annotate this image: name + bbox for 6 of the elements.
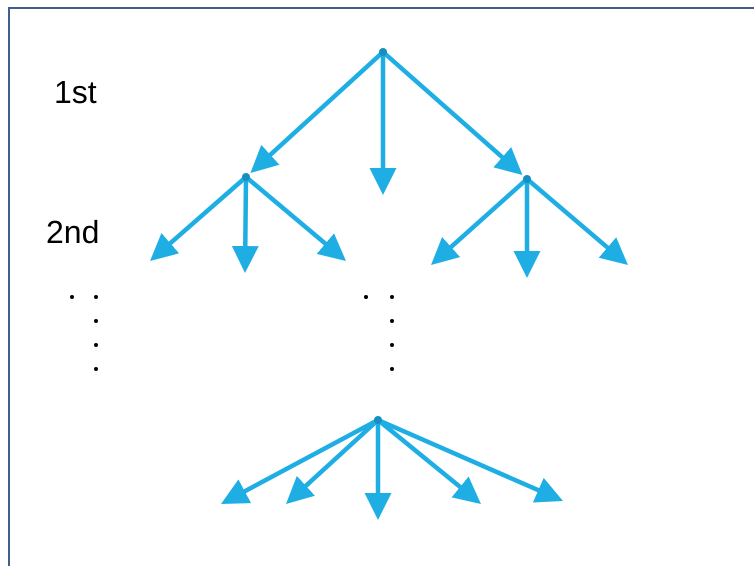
level-label: 1st — [54, 76, 97, 108]
branch-point — [374, 416, 382, 424]
branch-point — [379, 48, 387, 56]
branch-point — [242, 173, 250, 181]
level-label: 2nd — [46, 216, 100, 248]
branch-point — [523, 175, 531, 183]
